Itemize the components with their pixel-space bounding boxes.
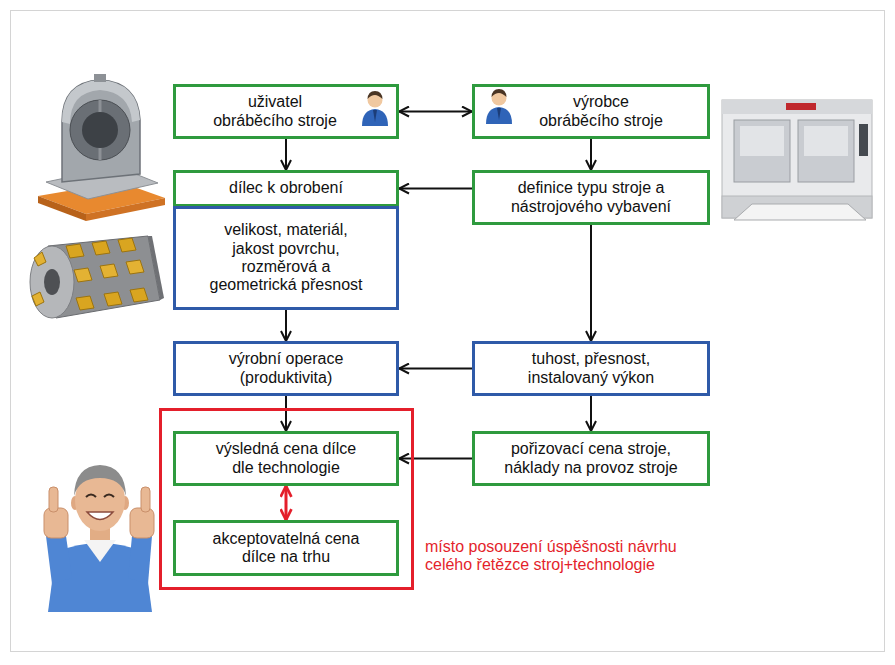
note-label: místo posouzení úspěšnosti návrhu celého… xyxy=(425,538,700,575)
cutter-end xyxy=(148,236,164,300)
box-label: výsledná cena dílce dle technologie xyxy=(209,440,364,477)
process-box: výrobce obráběcího stroje xyxy=(472,84,710,139)
icon-body xyxy=(486,107,512,124)
arrow-connector xyxy=(590,139,592,170)
casting-body xyxy=(62,80,140,182)
cutter-face xyxy=(30,246,74,318)
casting-bore-inner xyxy=(82,112,118,148)
casting-bore xyxy=(70,100,130,160)
man-thumb xyxy=(141,487,150,512)
process-box: definice typu stroje a nástrojového vyba… xyxy=(472,170,710,225)
cutter-insert xyxy=(104,292,122,306)
machine-door xyxy=(734,120,790,182)
arrow-connector xyxy=(285,310,287,341)
man-smile xyxy=(87,512,113,520)
process-box: dílec k obrobení xyxy=(173,170,399,207)
arrow-connector xyxy=(399,111,472,113)
cutter-insert xyxy=(118,238,136,252)
cutter-insert xyxy=(100,264,118,278)
machine-door xyxy=(798,120,854,182)
machine-badge xyxy=(786,103,816,110)
machine-tool-picture xyxy=(722,100,872,220)
box-label: uživatel obráběcího stroje xyxy=(210,93,340,130)
arrow-connector xyxy=(399,458,472,460)
milling-cutter-picture xyxy=(30,236,164,318)
slide-frame xyxy=(11,11,885,652)
man-thumb xyxy=(49,487,58,512)
box-label: dílec k obrobení xyxy=(229,179,343,197)
icon-hair xyxy=(492,89,507,97)
cutter-insert xyxy=(66,244,84,258)
machine-pallet xyxy=(734,204,866,220)
cutter-insert xyxy=(92,241,110,255)
cutter-insert xyxy=(130,288,148,302)
icon-hair xyxy=(368,91,383,99)
process-box: pořizovací cena stroje, náklady na provo… xyxy=(472,431,710,486)
machine-window xyxy=(804,126,848,156)
cutter-insert xyxy=(34,252,46,266)
man-sleeve xyxy=(128,536,152,584)
process-box: tuhost, přesnost, instalovaný výkon xyxy=(472,341,710,396)
cutter-insert xyxy=(76,296,94,310)
arrow-connector xyxy=(399,368,472,370)
housing-picture xyxy=(38,74,165,221)
plate-front xyxy=(86,198,165,221)
cutter-hole xyxy=(44,269,60,295)
arrow-connector xyxy=(399,188,472,190)
thumbs-up-man xyxy=(44,465,154,612)
box-label: pořizovací cena stroje, náklady na provo… xyxy=(491,440,691,477)
box-label: výrobce obráběcího stroje xyxy=(536,93,666,130)
machine-top-band xyxy=(722,100,872,114)
man-fist xyxy=(44,508,68,538)
cutter-insert xyxy=(32,292,44,306)
man-hair xyxy=(74,465,126,496)
arrow-connector xyxy=(590,225,592,341)
box-label: velikost, materiál, jakost povrchu, rozm… xyxy=(206,221,366,295)
process-box: uživatel obráběcího stroje xyxy=(173,84,399,139)
icon-tie xyxy=(497,108,501,120)
casting-lug xyxy=(94,74,106,82)
machine-cabinet xyxy=(722,100,872,218)
plate-side xyxy=(38,196,86,221)
box-label: definice typu stroje a nástrojového vyba… xyxy=(491,179,691,216)
box-label: výrobní operace (produktivita) xyxy=(206,350,366,387)
process-box: výrobní operace (produktivita) xyxy=(173,341,399,396)
machine-panel xyxy=(859,124,868,156)
cutter-insert xyxy=(74,268,92,282)
arrow-connector xyxy=(590,396,592,431)
cutter-insert xyxy=(126,260,144,274)
casting-rib xyxy=(99,100,102,112)
process-box: výsledná cena dílce dle technologie xyxy=(173,431,399,486)
evaluation-frame: místo posouzení úspěšnosti návrhu celého… xyxy=(159,408,414,590)
arrow-connector xyxy=(285,139,287,170)
machine-window xyxy=(740,126,784,156)
man-sleeve xyxy=(46,536,72,584)
man-fist xyxy=(130,508,154,538)
icon-tie xyxy=(373,110,377,122)
arrow-connector xyxy=(285,396,287,431)
man-eye xyxy=(86,495,96,498)
man-eye xyxy=(104,495,114,498)
arrow-connector xyxy=(285,486,288,520)
man-collar xyxy=(84,540,116,562)
casting-rib xyxy=(99,148,102,160)
process-box: velikost, materiál, jakost povrchu, rozm… xyxy=(173,206,399,310)
user-icon xyxy=(362,91,388,126)
icon-body xyxy=(362,109,388,126)
box-label: tuhost, přesnost, instalovaný výkon xyxy=(511,350,671,387)
user-icon xyxy=(486,89,512,124)
box-label: akceptovatelná cena dílce na trhu xyxy=(206,530,366,567)
process-box: akceptovatelná cena dílce na trhu xyxy=(173,520,399,576)
